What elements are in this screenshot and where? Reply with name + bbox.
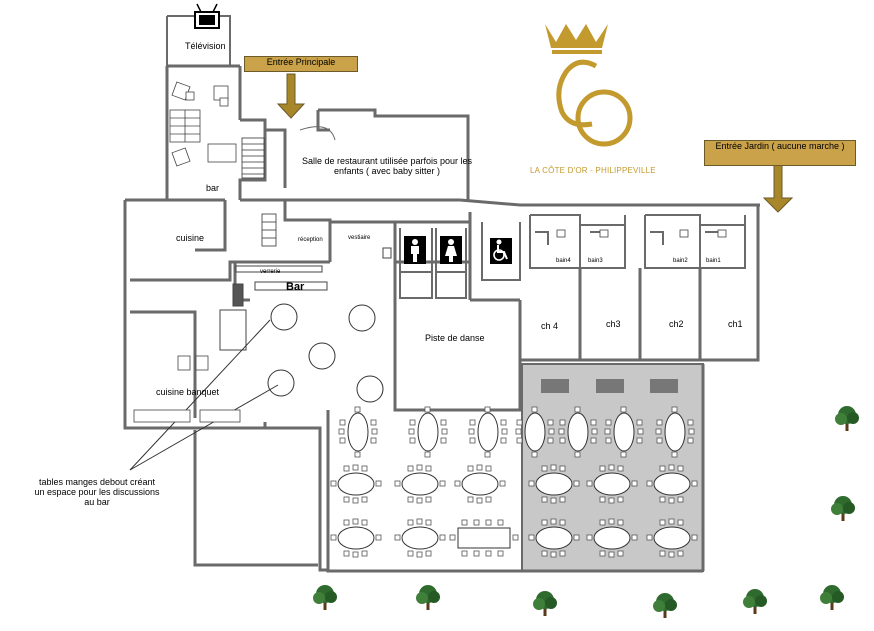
label-bain2: bain2	[673, 258, 688, 264]
logo-text: LA CÔTE D'OR - PHILIPPEVILLE	[530, 166, 656, 175]
label-television: Télévision	[185, 41, 226, 51]
restaurant-walls	[265, 108, 470, 200]
label-bain3: bain3	[588, 258, 603, 264]
wc-icon	[440, 236, 462, 264]
label-ch4: ch 4	[541, 321, 559, 331]
room-bathrooms	[529, 214, 746, 269]
crown-icon	[545, 24, 608, 54]
label-piste: Piste de danse	[425, 333, 485, 343]
label-bain1: bain1	[706, 258, 721, 264]
handicap-icon	[490, 238, 512, 264]
label-cuisine: cuisine	[176, 233, 205, 243]
sign-entree-principale: Entrée Principale	[244, 56, 358, 72]
wc-icon	[404, 236, 426, 264]
note-pointers	[129, 319, 279, 471]
banquet-walls	[326, 410, 703, 573]
reception-details	[219, 247, 392, 351]
label-bar-small: bar	[206, 183, 220, 193]
label-tables-note: tables manges debout créant un espace po…	[34, 477, 160, 507]
standing-tables	[267, 303, 384, 403]
label-vestiaire: vestiaire	[348, 235, 371, 241]
arrow-down-icon	[276, 73, 794, 213]
label-bar-main: Bar	[286, 281, 305, 293]
kitchen-fixtures	[133, 355, 241, 423]
label-ch1: ch1	[728, 319, 743, 329]
label-ch2: ch2	[669, 319, 684, 329]
sign-entree-jardin: Entrée Jardin ( aucune marche )	[704, 140, 856, 166]
banquet-tables	[330, 406, 698, 558]
label-verrerie: verrerie	[260, 269, 281, 275]
label-ch3: ch3	[606, 319, 621, 329]
hotel-details	[556, 229, 727, 238]
label-restaurant: Salle de restaurant utilisée parfois pou…	[301, 156, 473, 176]
stairs-icon	[241, 137, 277, 247]
wc-walls	[399, 222, 521, 299]
label-cuisine-banquet: cuisine banquet	[156, 387, 220, 397]
lounge-furniture	[169, 81, 237, 167]
logo-monogram	[556, 59, 633, 147]
tv-lounge	[125, 15, 267, 202]
label-bain4: bain4	[556, 258, 571, 264]
label-reception: réception	[298, 237, 323, 243]
tv-icon	[194, 3, 220, 29]
